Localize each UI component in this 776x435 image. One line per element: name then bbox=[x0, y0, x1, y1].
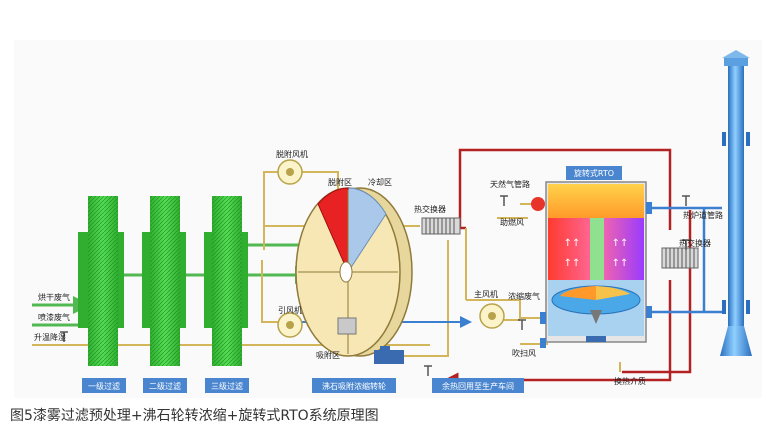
box-filter-1-text: 一级过滤 bbox=[88, 381, 120, 391]
box-filter-3-text: 三级过滤 bbox=[211, 381, 243, 391]
label-heat-exchanger-1: 热交换器 bbox=[414, 204, 446, 214]
rto-title-box bbox=[566, 166, 622, 180]
zeolite-wheel bbox=[295, 187, 413, 364]
filter-stage-1 bbox=[78, 196, 124, 366]
svg-text:↑↑: ↑↑ bbox=[564, 258, 581, 269]
box-filter-2 bbox=[143, 378, 187, 393]
label-spray-gas: 喷漆废气 bbox=[38, 312, 70, 322]
label-natural-gas: 天然气管路 bbox=[490, 179, 530, 189]
filter-stage-2 bbox=[142, 196, 186, 366]
box-zeolite bbox=[312, 378, 396, 393]
box-filter-2-text: 二级过滤 bbox=[149, 381, 181, 391]
label-purge-air: 吹扫风 bbox=[512, 348, 536, 358]
label-desorption-zone: 脱附区 bbox=[328, 177, 352, 187]
svg-text:↑↑: ↑↑ bbox=[612, 258, 629, 269]
rto-title: 旋转式RTO bbox=[574, 168, 614, 178]
label-drying-gas: 烘干废气 bbox=[38, 292, 70, 302]
label-induced-fan: 引风机 bbox=[278, 305, 302, 315]
box-waste-heat bbox=[432, 378, 524, 393]
label-combustion-fan: 助燃风 bbox=[500, 217, 524, 227]
chimney-stack bbox=[720, 50, 752, 356]
figure-caption: 图5漆雾过滤预处理+沸石轮转浓缩+旋转式RTO系统原理图 bbox=[10, 408, 379, 424]
label-concentrated-gas: 浓缩废气 bbox=[508, 291, 540, 301]
box-filter-1 bbox=[82, 378, 126, 393]
bottom-labels: 一级过滤 二级过滤 三级过滤 沸石吸附浓缩转轮 余热回用至生产车间 bbox=[82, 378, 524, 393]
svg-text:↑↑: ↑↑ bbox=[612, 238, 629, 249]
label-heat-exchanger-2: 热交换器 bbox=[679, 238, 711, 248]
desorption-fan bbox=[277, 159, 303, 185]
box-filter-3 bbox=[205, 378, 249, 393]
label-main-fan: 主风机 bbox=[474, 289, 498, 299]
label-cooling-zone: 冷却区 bbox=[368, 177, 392, 187]
label-desorption-fan: 脱附风机 bbox=[276, 149, 308, 159]
svg-text:↑↑: ↑↑ bbox=[564, 238, 581, 249]
rto-flanges bbox=[540, 202, 652, 348]
heat-exchanger-2 bbox=[661, 247, 699, 269]
label-adsorption-zone: 吸附区 bbox=[316, 350, 340, 360]
induced-fan bbox=[277, 312, 303, 338]
valves bbox=[60, 195, 690, 376]
label-heat-medium: 换热介质 bbox=[614, 376, 646, 386]
box-waste-heat-text: 余热回用至生产车间 bbox=[442, 381, 514, 391]
box-zeolite-text: 沸石吸附浓缩转轮 bbox=[322, 381, 386, 391]
filter-stage-3 bbox=[204, 196, 248, 366]
rto-unit: ↑↑ ↑↑ ↑↑ ↑↑ bbox=[531, 181, 647, 343]
label-cooling-spray: 升温降湿 bbox=[34, 332, 66, 342]
heat-exchanger-1 bbox=[421, 217, 461, 235]
label-heat-recovery: 热炉道管路 bbox=[683, 210, 723, 220]
main-fan bbox=[479, 303, 505, 329]
stack-feed-pipes bbox=[648, 206, 722, 314]
